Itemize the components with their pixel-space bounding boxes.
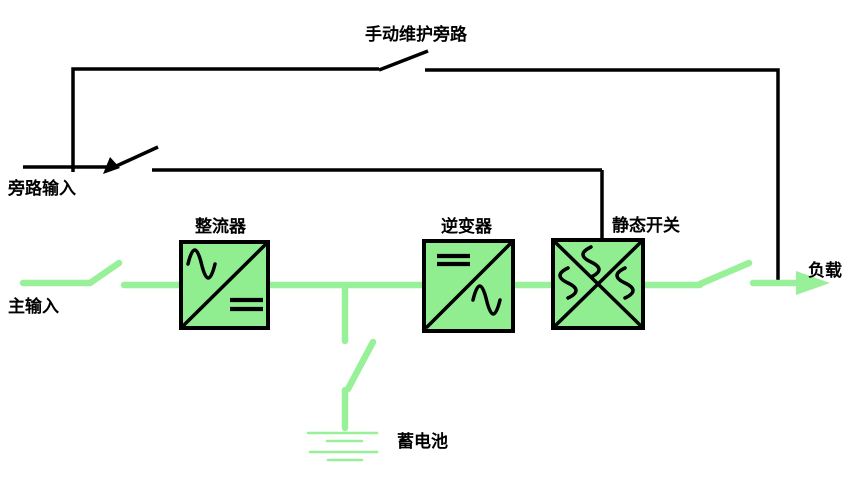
battery-label: 蓄电池 <box>397 431 448 451</box>
main-input-label: 主输入 <box>8 296 59 316</box>
manual-bypass-switch-blade <box>378 49 429 72</box>
manual-bypass-label: 手动维护旁路 <box>365 24 468 44</box>
manual-bypass-wire-right <box>425 68 780 280</box>
main-input-switch-blade <box>86 259 123 287</box>
rectifier-label: 整流器 <box>195 216 247 236</box>
inverter-label: 逆变器 <box>441 216 493 236</box>
bypass-switch-hinge-arrow <box>103 157 120 174</box>
static-switch-diagonal-2 <box>554 241 642 327</box>
manual-bypass-wire-left <box>71 67 379 172</box>
bypass-switch-blade <box>111 145 159 170</box>
rectifier-dc-icon <box>230 297 263 312</box>
inverter-ac-sine-icon <box>471 284 502 316</box>
inverter-diagonal <box>425 242 512 329</box>
static-switch-ac-sine-icon-top <box>581 245 601 279</box>
output-switch-blade <box>696 259 753 288</box>
static-switch-ac-sine-icon-left <box>558 266 578 300</box>
static-switch-label: 静态开关 <box>612 215 680 235</box>
load-label: 负载 <box>808 260 842 280</box>
rectifier-diagonal <box>182 243 267 327</box>
inverter-dc-icon <box>437 253 470 267</box>
load-arrowhead <box>796 271 830 295</box>
bypass-input-label: 旁路输入 <box>7 178 76 198</box>
battery-switch-blade <box>344 338 377 393</box>
rectifier-ac-sine-icon <box>186 248 217 280</box>
static-switch-ac-sine-icon-right <box>615 266 635 300</box>
